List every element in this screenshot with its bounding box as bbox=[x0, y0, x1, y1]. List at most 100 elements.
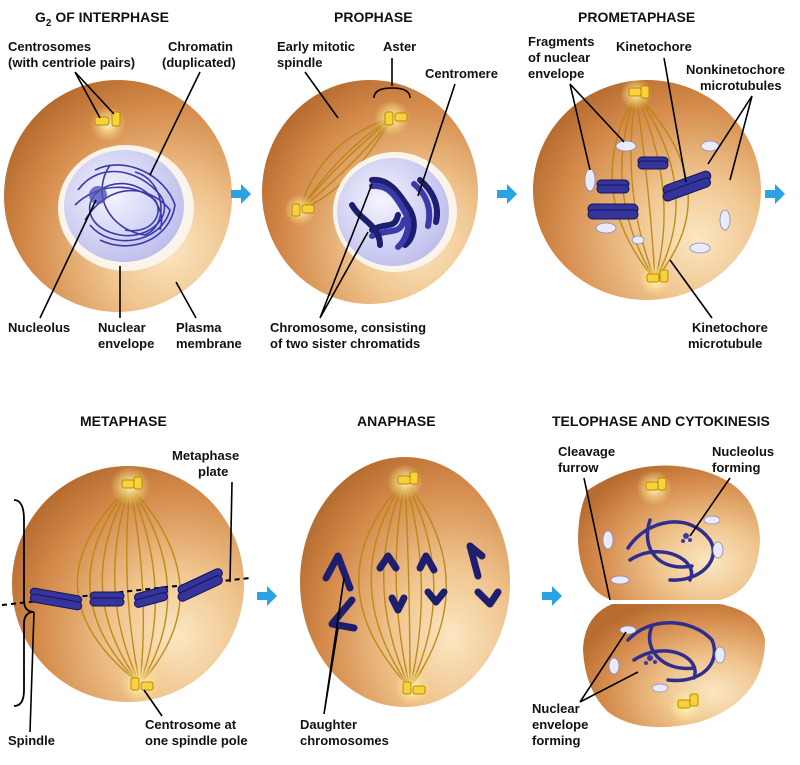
label-nucleolus-forming-line2: forming bbox=[712, 460, 760, 475]
pointer-nucleolus bbox=[39, 199, 97, 319]
centrosome bbox=[645, 477, 667, 491]
envelope-fragments bbox=[584, 140, 731, 254]
pointer-spindle bbox=[29, 611, 35, 733]
pointer-centrosome-pole bbox=[143, 689, 163, 717]
label-kinetochore: Kinetochore bbox=[616, 39, 692, 183]
panel-anaphase: ANAPHASE bbox=[300, 413, 510, 748]
centrosome bbox=[677, 693, 699, 709]
label-fragments-line3: envelope bbox=[528, 66, 584, 81]
label-plasma-membrane-line2: membrane bbox=[176, 336, 242, 351]
arrow-icon bbox=[765, 184, 785, 204]
pointer-chromosome bbox=[319, 183, 373, 319]
label-kinetochore-microtubule: Kinetochore microtubule bbox=[669, 259, 768, 351]
pointer-aster bbox=[373, 58, 411, 99]
panel-title-prophase: PROPHASE bbox=[334, 9, 413, 25]
label-nucleolus-text: Nucleolus bbox=[8, 320, 70, 335]
label-nonkinetochore-line1: Nonkinetochore bbox=[686, 62, 785, 77]
panel-title-g2: G2 OF INTERPHASE bbox=[35, 9, 169, 29]
chromatin-bottom bbox=[626, 621, 717, 683]
centrosome bbox=[384, 111, 408, 126]
label-centrosome-pole: Centrosome at one spindle pole bbox=[143, 689, 248, 748]
label-envelope-forming-line2: envelope bbox=[532, 717, 588, 732]
panel-title-prometaphase: PROMETAPHASE bbox=[578, 9, 695, 25]
label-nuclear-envelope: Nuclear envelope bbox=[98, 266, 154, 351]
label-nucleolus: Nucleolus bbox=[8, 199, 97, 335]
label-spindle: Spindle bbox=[8, 611, 55, 748]
label-chromosome-line1: Chromosome, consisting bbox=[270, 320, 426, 335]
label-envelope-forming-line1: Nuclear bbox=[532, 701, 580, 716]
nucleolus-dots bbox=[644, 533, 692, 665]
daughter-chromosomes bbox=[322, 542, 502, 632]
label-nuclear-envelope-line2: envelope bbox=[98, 336, 154, 351]
label-cleavage-line2: furrow bbox=[558, 460, 599, 475]
centrosome bbox=[628, 85, 650, 99]
panel-metaphase: METAPHASE bbox=[1, 413, 251, 748]
arrow-icon bbox=[497, 184, 517, 204]
label-chromosome-line2: of two sister chromatids bbox=[270, 336, 420, 351]
label-metaphase-plate-line1: Metaphase bbox=[172, 448, 239, 463]
label-nucleolus-forming-line1: Nucleolus bbox=[712, 444, 774, 459]
label-centrosome-pole-line2: one spindle pole bbox=[145, 733, 248, 748]
label-early-spindle-line2: spindle bbox=[277, 55, 323, 70]
panel-telophase: TELOPHASE AND CYTOKINESIS bbox=[532, 413, 774, 748]
label-kinetochore-mt-line1: Kinetochore bbox=[692, 320, 768, 335]
panel-title-telophase: TELOPHASE AND CYTOKINESIS bbox=[552, 413, 770, 429]
label-cleavage-line1: Cleavage bbox=[558, 444, 615, 459]
spindle-fibers bbox=[358, 479, 447, 689]
label-metaphase-plate-line2: plate bbox=[198, 464, 228, 479]
panel-title-metaphase: METAPHASE bbox=[80, 413, 167, 429]
label-spindle-text: Spindle bbox=[8, 733, 55, 748]
label-fragments: Fragments of nuclear envelope bbox=[528, 34, 625, 171]
pointer-daughter bbox=[323, 577, 345, 715]
pointer-metaphase-plate bbox=[229, 481, 233, 583]
label-kinetochore-mt-line2: microtubule bbox=[688, 336, 762, 351]
title-g2-rest: OF INTERPHASE bbox=[51, 9, 168, 25]
title-g2-main: G bbox=[35, 9, 46, 25]
label-nonkinetochore-line2: microtubules bbox=[700, 78, 782, 93]
label-daughter: Daughter chromosomes bbox=[300, 577, 389, 748]
label-kinetochore-text: Kinetochore bbox=[616, 39, 692, 54]
label-early-spindle-line1: Early mitotic bbox=[277, 39, 355, 54]
label-centrosome-pole-line1: Centrosome at bbox=[145, 717, 237, 732]
centrosome-glow bbox=[394, 670, 430, 706]
label-plasma-membrane-line1: Plasma bbox=[176, 320, 222, 335]
centrosome bbox=[397, 471, 419, 485]
pointer-early-spindle bbox=[304, 71, 339, 119]
pointer-plasma-membrane bbox=[175, 281, 197, 319]
label-chromatin-line1: Chromatin bbox=[168, 39, 233, 54]
title-g2-sub: 2 bbox=[46, 18, 52, 29]
label-fragments-line2: of nuclear bbox=[528, 50, 590, 65]
chromosomes bbox=[29, 568, 223, 611]
chromosomes bbox=[587, 156, 712, 220]
label-daughter-line2: chromosomes bbox=[300, 733, 389, 748]
label-plasma-membrane: Plasma membrane bbox=[175, 281, 242, 351]
label-aster-text: Aster bbox=[383, 39, 416, 54]
centrosome bbox=[402, 681, 426, 695]
pointer-kinetochore bbox=[663, 57, 687, 183]
pointer-cleavage-furrow bbox=[583, 477, 611, 601]
pointer-envelope-forming bbox=[579, 631, 639, 703]
label-cleavage-furrow: Cleavage furrow bbox=[558, 444, 615, 601]
label-envelope-forming-line3: forming bbox=[532, 733, 580, 748]
arrow-icon bbox=[231, 184, 251, 204]
label-chromatin-line2: (duplicated) bbox=[162, 55, 236, 70]
label-envelope-forming: Nuclear envelope forming bbox=[532, 631, 639, 748]
label-centrosomes-line1: Centrosomes bbox=[8, 39, 91, 54]
label-centromere: Centromere bbox=[417, 66, 498, 197]
pointer-kinetochore-microtubule bbox=[669, 259, 713, 319]
label-nucleolus-forming: Nucleolus forming bbox=[689, 444, 774, 537]
cell-body bbox=[300, 457, 510, 707]
centrosome bbox=[291, 203, 315, 217]
panel-prometaphase: PROMETAPHASE bbox=[528, 9, 785, 351]
label-centrosomes-line2: (with centriole pairs) bbox=[8, 55, 135, 70]
arrow-icon bbox=[257, 586, 277, 606]
centrosome bbox=[646, 269, 669, 283]
label-centromere-text: Centromere bbox=[425, 66, 498, 81]
envelope-fragments-forming bbox=[602, 515, 726, 693]
label-metaphase-plate: Metaphase plate bbox=[172, 448, 239, 583]
centrosome bbox=[121, 476, 143, 490]
centrosome bbox=[130, 677, 154, 691]
chromatin-top bbox=[626, 518, 716, 582]
